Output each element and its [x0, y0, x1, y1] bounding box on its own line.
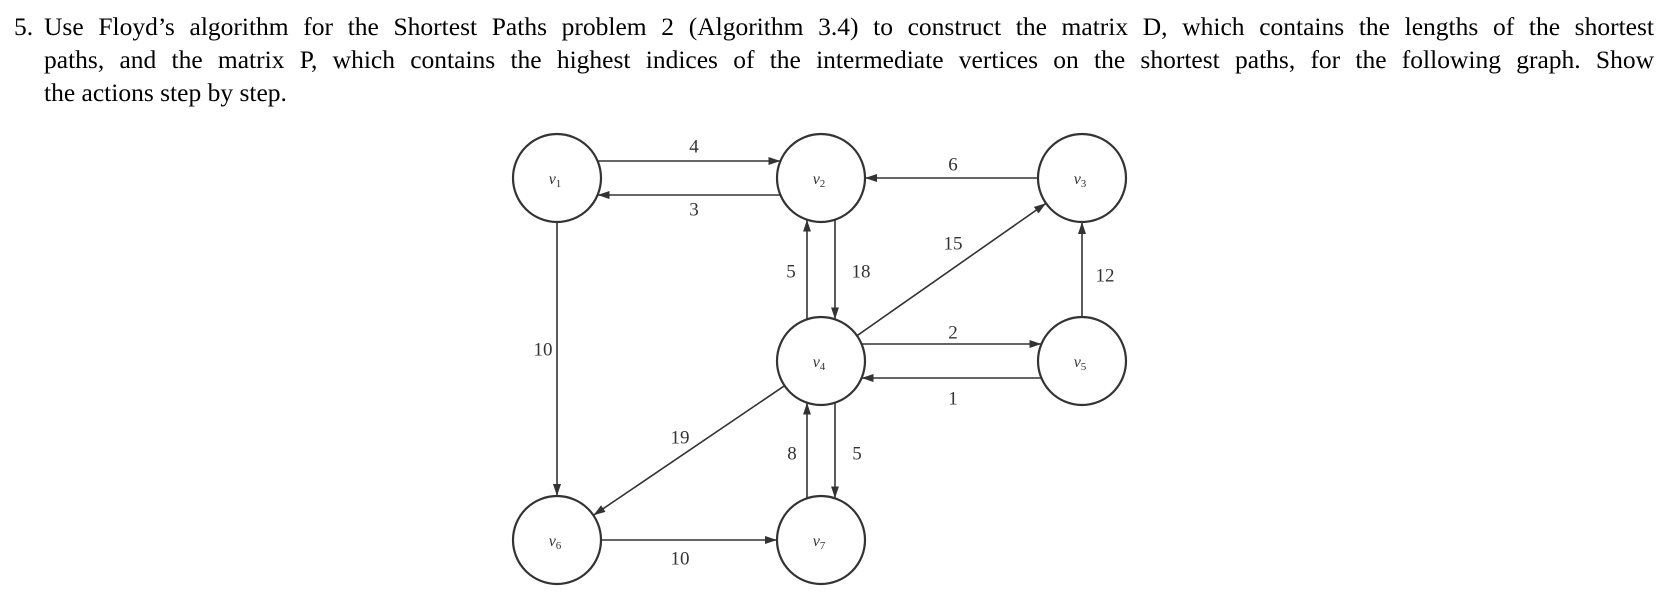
- problem-text-line-1: Use Floyd’s algorithm for the Shortest P…: [44, 12, 1654, 41]
- vertex-label-v5: v5: [1074, 354, 1087, 373]
- edge-weight-v1-v2: 4: [689, 136, 699, 157]
- edge-weight-v7-v4: 8: [787, 443, 797, 464]
- edge-weight-v5-v3: 12: [1096, 265, 1115, 286]
- vertex-label-sub-v6: 6: [556, 540, 562, 552]
- edge-weight-v4-v7: 5: [852, 443, 862, 464]
- edge-v4-v6: [592, 385, 786, 516]
- edge-weight-v2-v1: 3: [689, 199, 699, 220]
- vertex-label-v4: v4: [813, 354, 826, 373]
- edge-weight-v6-v7: 10: [671, 548, 690, 569]
- vertex-label-sub-v5: 5: [1081, 361, 1087, 373]
- edge-weight-v1-v6: 10: [534, 339, 553, 360]
- vertex-circle-v4: [775, 315, 867, 407]
- problem-number: 5.: [14, 12, 34, 41]
- vertex-circle-v6: [511, 494, 603, 586]
- vertex-label-v3: v3: [1074, 171, 1087, 190]
- vertex-label-base-v2: v: [813, 171, 821, 188]
- edge-weight-v5-v4: 1: [948, 388, 958, 409]
- vertex-label-v1: v1: [549, 171, 562, 190]
- edge-weight-v2-v4: 18: [852, 261, 871, 282]
- vertex-label-sub-v7: 7: [820, 540, 826, 552]
- edge-weight-v4-v2: 5: [786, 261, 796, 282]
- vertex-v4: v4: [775, 315, 867, 407]
- edge-weight-v3-v2: 6: [948, 154, 958, 175]
- vertex-circle-v3: [1036, 132, 1128, 224]
- problem-line-1: 5. Use Floyd’s algorithm for the Shortest…: [14, 10, 1654, 43]
- vertex-v1: v1: [511, 132, 603, 224]
- vertex-label-v6: v6: [549, 533, 562, 552]
- vertex-label-base-v7: v: [813, 533, 821, 550]
- vertex-v2: v2: [775, 132, 867, 224]
- vertex-label-sub-v1: 1: [556, 178, 562, 190]
- vertex-circle-v2: [775, 132, 867, 224]
- vertex-circle-v5: [1036, 315, 1128, 407]
- vertex-label-base-v5: v: [1074, 354, 1082, 371]
- vertex-label-base-v1: v: [549, 171, 557, 188]
- vertex-label-base-v3: v: [1074, 171, 1082, 188]
- vertex-circle-v1: [511, 132, 603, 224]
- vertex-label-base-v4: v: [813, 354, 821, 371]
- edge-weight-v4-v3: 15: [944, 233, 963, 254]
- vertex-label-v7: v7: [813, 533, 826, 552]
- vertex-v3: v3: [1036, 132, 1128, 224]
- edge-weight-v4-v6: 19: [671, 427, 690, 448]
- edge-weight-v4-v5: 2: [948, 322, 958, 343]
- vertex-v7: v7: [775, 494, 867, 586]
- vertex-circle-v7: [775, 494, 867, 586]
- vertex-label-sub-v3: 3: [1081, 178, 1087, 190]
- problem-text-line-3: the actions step by step.: [44, 78, 287, 107]
- problem-text-line-2: paths, and the matrix P, which contains …: [44, 45, 1654, 74]
- vertex-label-sub-v2: 2: [820, 178, 826, 190]
- vertex-label-base-v6: v: [549, 533, 557, 550]
- vertex-v6: v6: [511, 494, 603, 586]
- vertex-v5: v5: [1036, 315, 1128, 407]
- edge-v4-v3: [856, 202, 1047, 337]
- vertex-label-v2: v2: [813, 171, 826, 190]
- vertex-label-sub-v4: 4: [820, 361, 826, 373]
- problem-statement: 5. Use Floyd’s algorithm for the Shortest…: [14, 10, 1654, 109]
